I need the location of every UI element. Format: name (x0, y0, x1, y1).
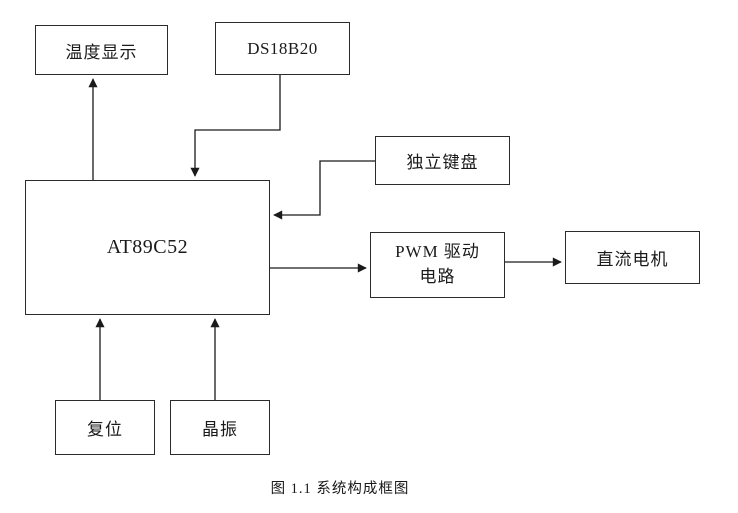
block-dc-motor: 直流电机 (565, 231, 700, 284)
block-reset: 复位 (55, 400, 155, 455)
block-temperature-display: 温度显示 (35, 25, 168, 75)
block-pwm-drive-circuit: PWM 驱动 电路 (370, 232, 505, 298)
arrow-ds18b20-to-mcu (190, 75, 281, 177)
block-temperature-display-label: 温度显示 (65, 42, 138, 62)
block-reset-label: 复位 (87, 420, 123, 439)
block-mcu-at89c52: AT89C52 (25, 180, 270, 315)
block-ds18b20-sensor-label: DS18B20 (247, 38, 318, 58)
block-pwm-drive-circuit-label: PWM 驱动 电路 (395, 242, 480, 286)
block-crystal-oscillator: 晶振 (170, 400, 270, 455)
block-independent-keyboard-label: 独立键盘 (406, 153, 479, 172)
arrow-keyboard-to-mcu (273, 160, 375, 220)
block-ds18b20-sensor: DS18B20 (215, 22, 350, 75)
block-crystal-oscillator-label: 晶振 (202, 420, 238, 439)
figure-caption: 图 1.1 系统构成框图 (270, 481, 410, 497)
block-mcu-at89c52-label: AT89C52 (106, 236, 189, 258)
block-dc-motor-label: 直流电机 (596, 250, 669, 269)
block-independent-keyboard: 独立键盘 (375, 136, 510, 185)
